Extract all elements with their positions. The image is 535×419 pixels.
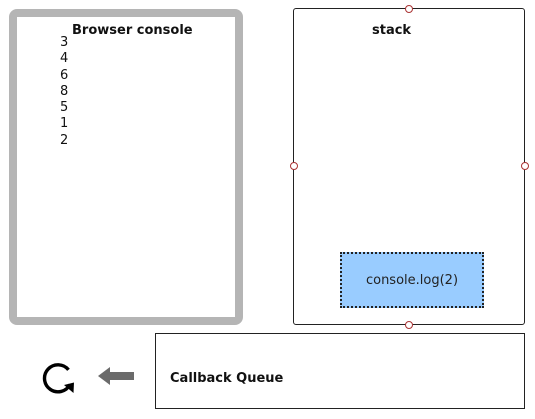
resize-handle-right[interactable] xyxy=(520,162,529,170)
console-line: 8 xyxy=(60,83,69,99)
callback-queue-panel: Callback Queue xyxy=(155,333,525,409)
refresh-loop-icon xyxy=(42,363,74,394)
callback-queue-label: Callback Queue xyxy=(170,371,284,386)
console-line: 4 xyxy=(60,51,69,67)
resize-handle-top[interactable] xyxy=(405,4,413,13)
arrow-left-icon xyxy=(98,367,134,385)
console-line: 2 xyxy=(60,132,69,148)
console-line: 6 xyxy=(60,67,69,83)
stack-title: stack xyxy=(372,23,412,38)
console-line: 1 xyxy=(60,116,69,132)
console-title: Browser console xyxy=(72,23,193,38)
resize-handle-left[interactable] xyxy=(289,162,298,170)
resize-handle-bottom[interactable] xyxy=(405,320,413,329)
console-line: 5 xyxy=(60,100,69,116)
browser-console-panel: Browser console 3 4 6 8 5 1 2 xyxy=(9,9,243,325)
console-output: 3 4 6 8 5 1 2 xyxy=(60,35,68,149)
call-stack-panel[interactable]: stack console.log(2) xyxy=(289,4,529,329)
console-line: 3 xyxy=(60,35,69,50)
stack-frame: console.log(2) xyxy=(340,252,484,308)
